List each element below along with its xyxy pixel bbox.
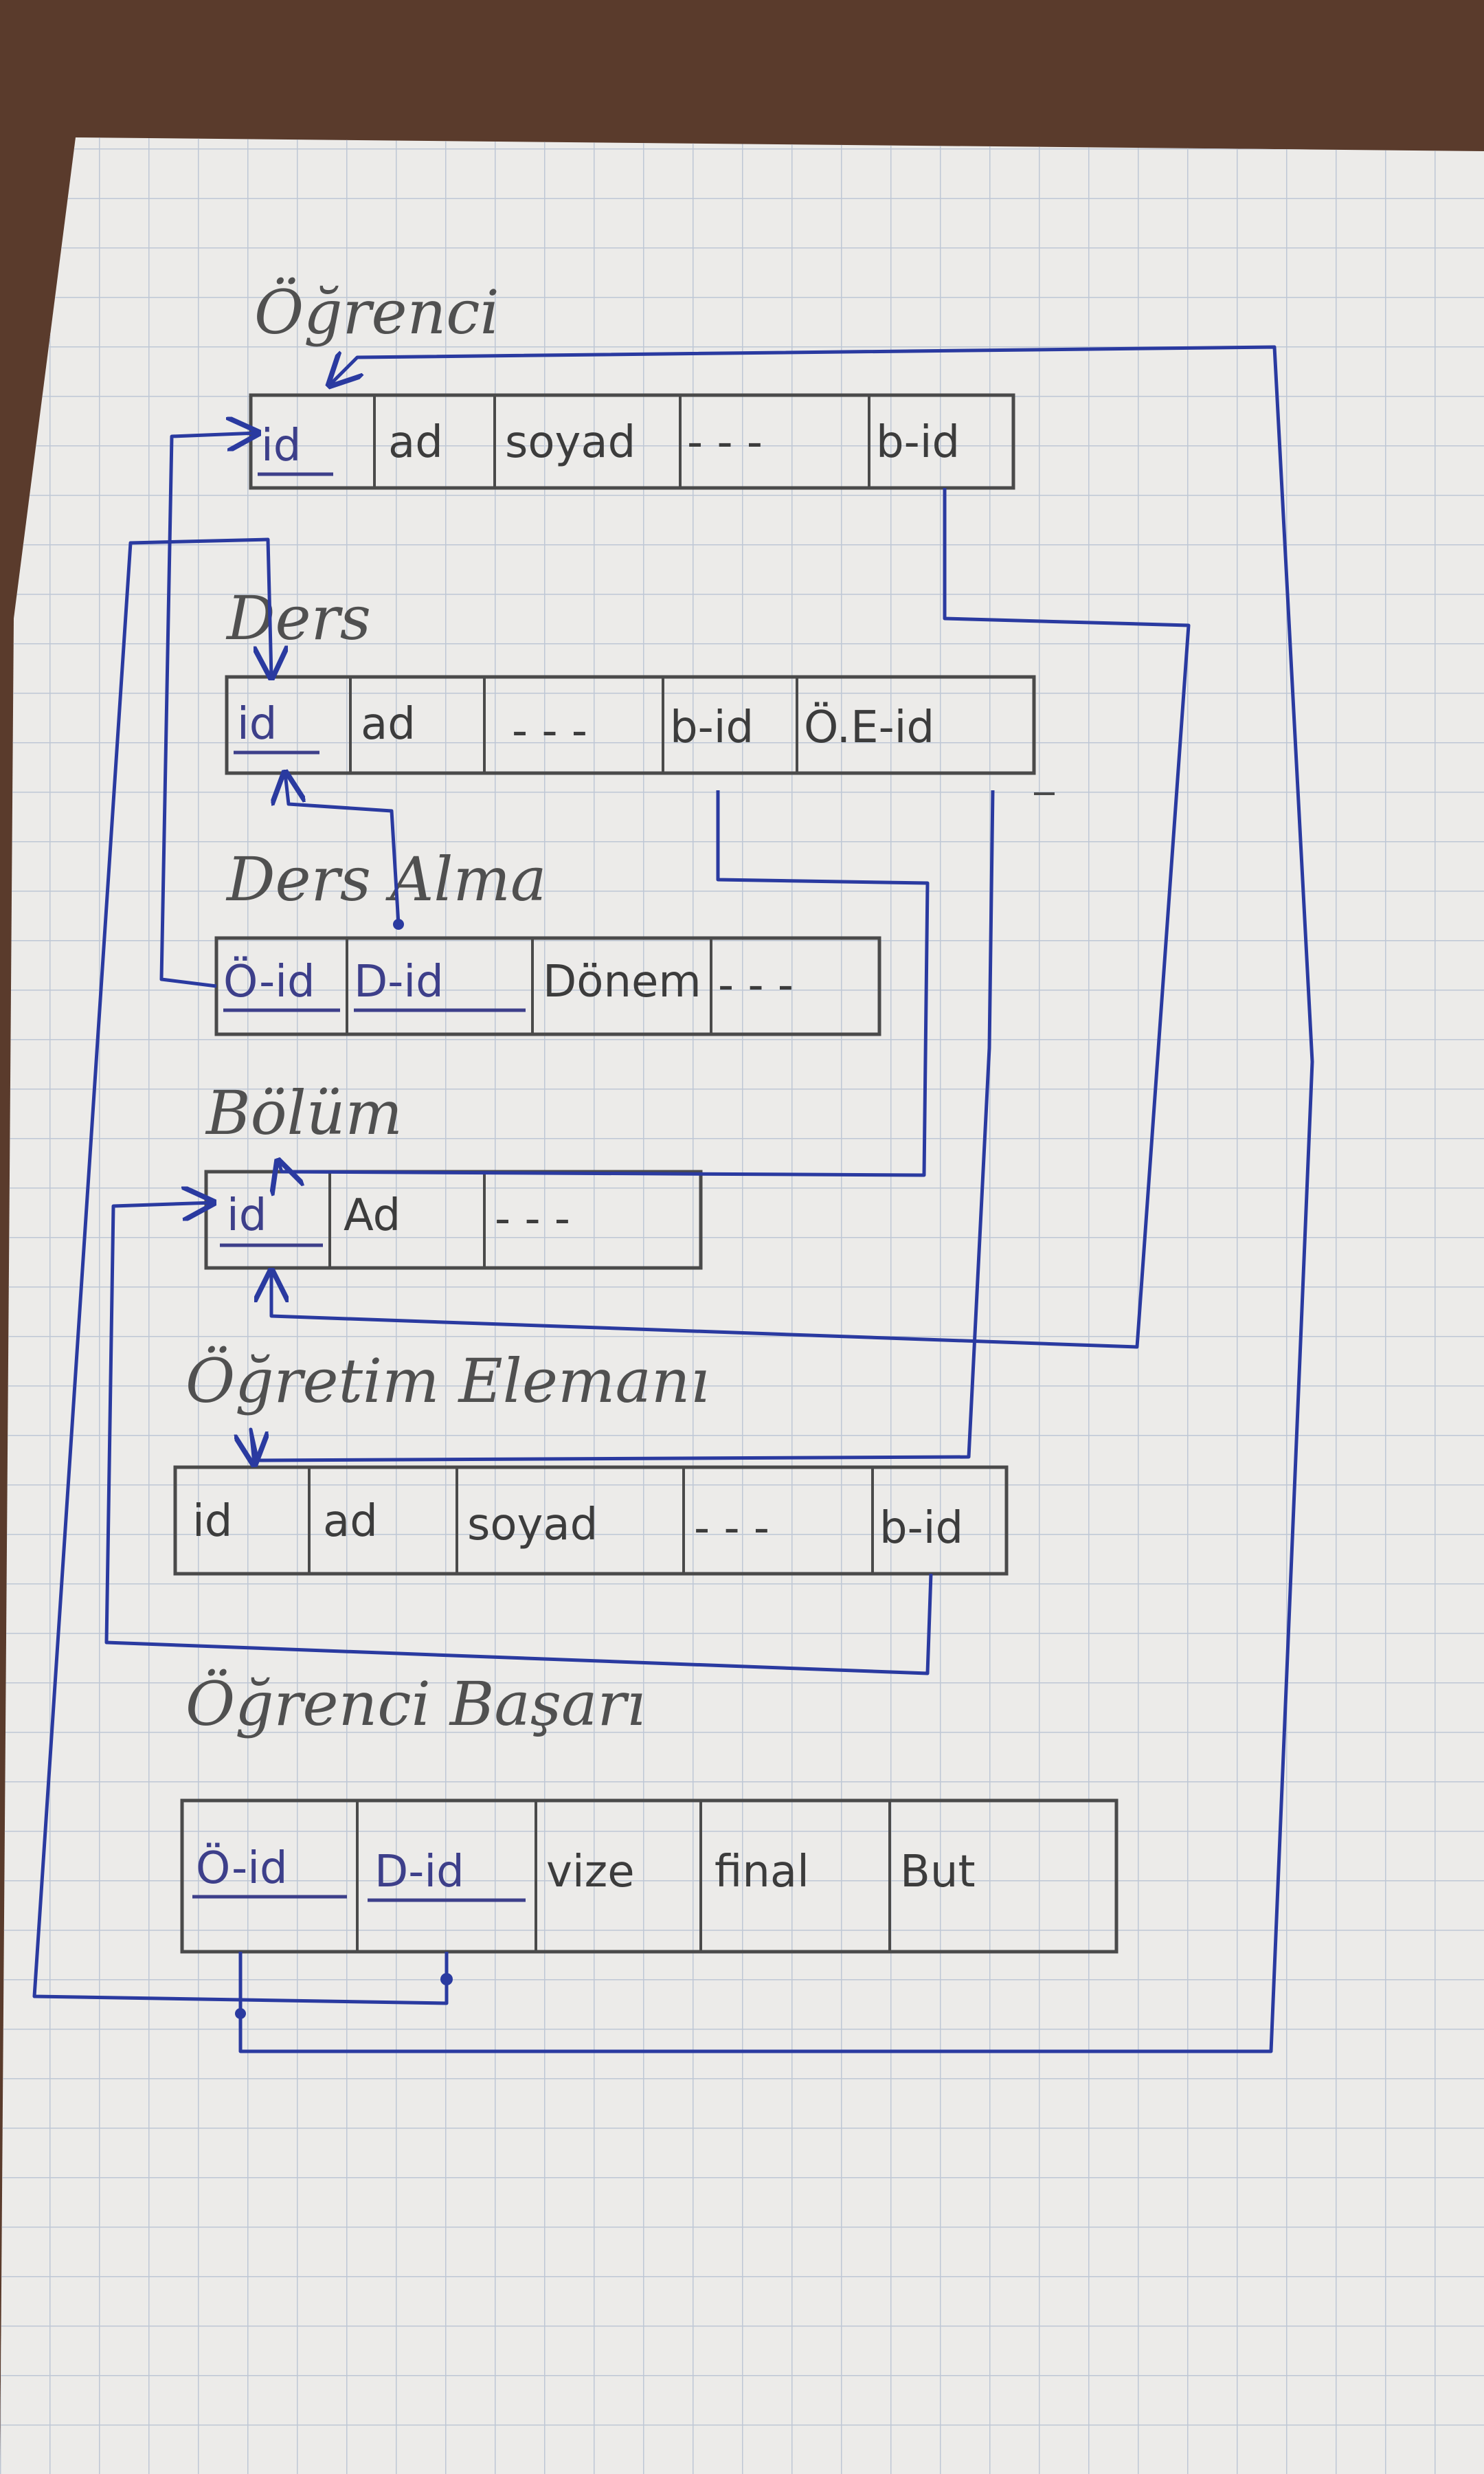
field-ad: Ad <box>344 1190 401 1241</box>
fk-ogrenci-bolum <box>271 488 1191 1349</box>
table-ogretim-elemani: Öğretim Elemanı id ad soyad - - - b-id <box>173 1346 1009 1576</box>
table-title: Ders <box>225 583 371 654</box>
table-title: Öğretim Elemanı <box>186 1346 710 1416</box>
field-vize: vize <box>546 1847 635 1897</box>
field-more: - - - <box>694 1503 769 1554</box>
field-ad: ad <box>388 417 443 468</box>
field-ad: ad <box>361 699 416 750</box>
table-title: Bölüm <box>205 1078 403 1148</box>
fk-basari-ogrenci <box>238 345 1314 2053</box>
field-b-id: b-id <box>670 702 754 753</box>
field-oe-id: Ö.E-id <box>804 702 934 753</box>
field-id: id <box>237 699 277 750</box>
table-box <box>225 675 1036 775</box>
table-title: Öğrenci <box>254 277 499 348</box>
table-ogrenci: Öğrenci id ad soyad - - - b-id <box>249 277 1015 490</box>
field-more: - - - <box>718 960 794 1011</box>
table-box <box>173 1465 1009 1576</box>
field-b-id: b-id <box>876 417 960 468</box>
field-ad: ad <box>323 1496 378 1547</box>
field-id: id <box>227 1190 267 1241</box>
table-ders: Ders id ad - - - b-id Ö.E-id <box>225 583 1055 795</box>
field-more: - - - <box>495 1194 570 1245</box>
table-ogrenci-basari: Öğrenci Başarı Ö-id D-id vize final But <box>180 1669 1118 1954</box>
field-soyad: soyad <box>505 417 636 468</box>
field-b-id: b-id <box>879 1503 963 1554</box>
fk-ders-bolum <box>278 790 930 1175</box>
paper-grid <box>0 137 1484 2474</box>
field-d-id: D-id <box>354 957 444 1007</box>
field-id: id <box>192 1496 232 1547</box>
field-id: id <box>261 421 301 471</box>
fk-basari-ders <box>32 537 449 2005</box>
relationship-lines <box>32 345 1314 2053</box>
field-donem: Dönem <box>543 957 701 1007</box>
field-o-id: Ö-id <box>223 956 315 1007</box>
fk-ders-ogretimelemani <box>251 790 995 1464</box>
fk-ogretimelemani-bolum <box>104 1203 933 1675</box>
field-d-id: D-id <box>374 1847 464 1897</box>
field-o-id: Ö-id <box>196 1842 288 1894</box>
fk-dersalma-ogrenci <box>159 433 258 988</box>
fk-dersalma-ders <box>285 773 401 925</box>
table-box <box>180 1798 1118 1954</box>
field-more: - - - <box>512 706 587 757</box>
table-title: Ders Alma <box>225 844 546 915</box>
field-final: final <box>715 1847 809 1897</box>
field-but: But <box>900 1847 976 1897</box>
table-title: Öğrenci Başarı <box>186 1669 646 1739</box>
table-bolum: Bölüm id Ad - - - <box>204 1078 703 1270</box>
field-soyad: soyad <box>467 1500 598 1550</box>
field-more: - - - <box>687 417 763 468</box>
